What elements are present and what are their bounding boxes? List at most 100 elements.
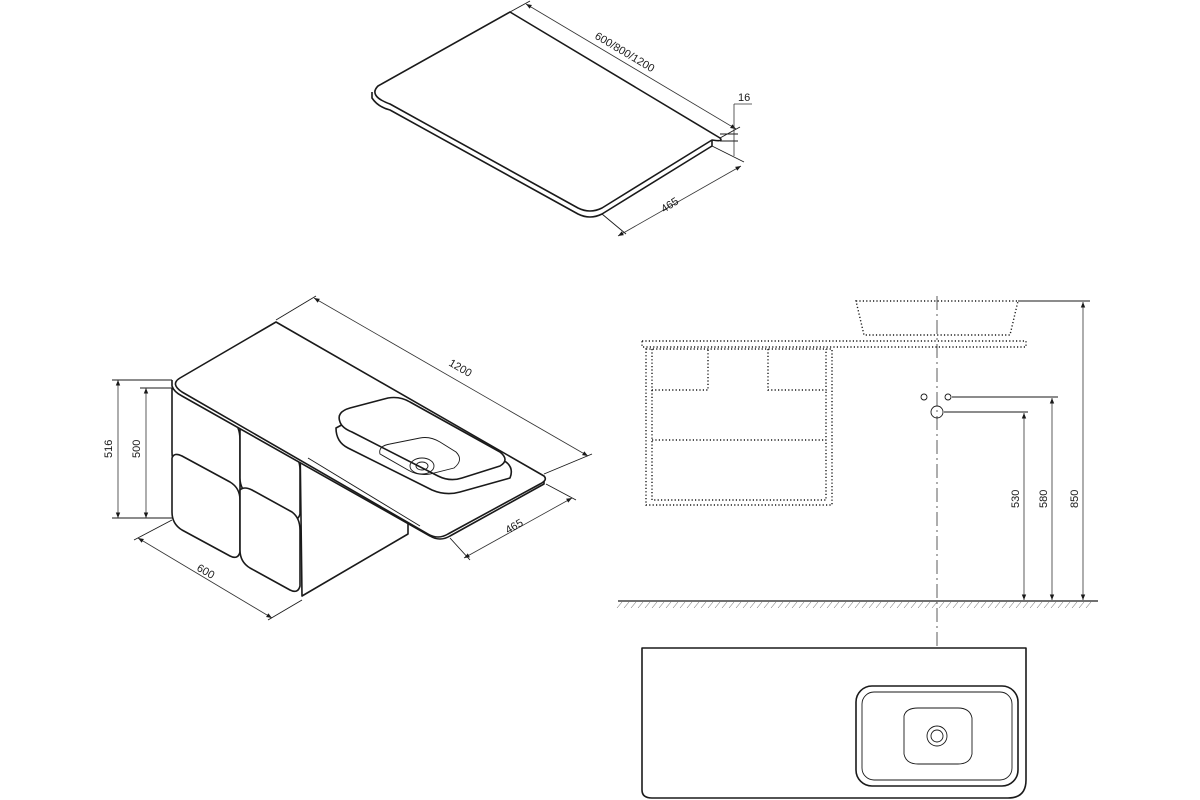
basin-drain bbox=[409, 457, 435, 475]
floor-hatch-mark bbox=[924, 601, 931, 609]
floor-hatch-mark bbox=[889, 601, 896, 609]
floor-hatch-mark bbox=[938, 601, 945, 609]
plan-drain-inner bbox=[930, 729, 944, 743]
floor-hatch-mark bbox=[714, 601, 721, 609]
floor-hatch-mark bbox=[665, 601, 672, 609]
floor-hatch-mark bbox=[777, 601, 784, 609]
floor-hatch-mark bbox=[1036, 601, 1043, 609]
floor-hatch-mark bbox=[651, 601, 658, 609]
dim-label-depth: 465 bbox=[504, 517, 526, 537]
plan-basin-bowl bbox=[903, 707, 973, 765]
floor-hatch-mark bbox=[931, 601, 938, 609]
floor-hatch-mark bbox=[658, 601, 665, 609]
floor-hatch-mark bbox=[980, 601, 987, 609]
floor-hatch-mark bbox=[840, 601, 847, 609]
floor-hatch-mark bbox=[812, 601, 819, 609]
floor-hatch-mark bbox=[945, 601, 952, 609]
elevation-worktop bbox=[641, 340, 1027, 348]
plan-drain-outer bbox=[926, 725, 948, 747]
front-elevation-view: 530 580 850 bbox=[616, 296, 1098, 690]
floor-hatch-mark bbox=[826, 601, 833, 609]
waste-outlet bbox=[930, 405, 944, 419]
dim-line-panel-length bbox=[525, 3, 737, 130]
dim-label-580: 580 bbox=[1038, 490, 1050, 508]
dim-line-length bbox=[313, 297, 589, 457]
elevation-cabinet bbox=[645, 348, 833, 506]
floor-hatch-mark bbox=[672, 601, 679, 609]
floor-hatch bbox=[616, 601, 1092, 609]
cabinet-perspective-view: 1200 465 600 516 500 bbox=[103, 295, 593, 621]
dim-label-panel-depth: 465 bbox=[659, 195, 681, 215]
floor-hatch-mark bbox=[1057, 601, 1064, 609]
floor-hatch-mark bbox=[805, 601, 812, 609]
water-inlet-right bbox=[944, 393, 952, 401]
floor-hatch-mark bbox=[784, 601, 791, 609]
floor-hatch-mark bbox=[959, 601, 966, 609]
dim-label-height-outer: 516 bbox=[103, 440, 115, 458]
floor-hatch-mark bbox=[707, 601, 714, 609]
dim-label-850: 850 bbox=[1069, 490, 1081, 508]
floor-hatch-mark bbox=[728, 601, 735, 609]
floor-hatch-mark bbox=[721, 601, 728, 609]
floor-hatch-mark bbox=[1043, 601, 1050, 609]
floor-hatch-mark bbox=[882, 601, 889, 609]
floor-hatch-mark bbox=[1029, 601, 1036, 609]
floor-hatch-mark bbox=[1015, 601, 1022, 609]
worktop-panel-top bbox=[374, 11, 722, 212]
floor-hatch-mark bbox=[847, 601, 854, 609]
floor-hatch-mark bbox=[910, 601, 917, 609]
plan-view bbox=[641, 647, 1027, 799]
dim-line-depth bbox=[463, 497, 573, 559]
floor-hatch-mark bbox=[868, 601, 875, 609]
floor-hatch-mark bbox=[735, 601, 742, 609]
dim-label-panel-thickness: 16 bbox=[738, 92, 750, 104]
floor-hatch-mark bbox=[966, 601, 973, 609]
floor-hatch-mark bbox=[644, 601, 651, 609]
floor-hatch-mark bbox=[1050, 601, 1057, 609]
floor-hatch-mark bbox=[763, 601, 770, 609]
worktop-panel-view: 600/800/1200 16 465 bbox=[371, 0, 752, 237]
floor-hatch-mark bbox=[686, 601, 693, 609]
dim-line-panel-depth bbox=[617, 165, 742, 237]
elevation-vessel-basin bbox=[855, 300, 1019, 336]
floor-hatch-mark bbox=[1078, 601, 1085, 609]
floor-hatch-mark bbox=[791, 601, 798, 609]
floor-hatch-mark bbox=[917, 601, 924, 609]
floor-hatch-mark bbox=[903, 601, 910, 609]
dim-line-width bbox=[137, 537, 273, 619]
floor-hatch-mark bbox=[700, 601, 707, 609]
floor-hatch-mark bbox=[749, 601, 756, 609]
floor-hatch-mark bbox=[756, 601, 763, 609]
floor-hatch-mark bbox=[987, 601, 994, 609]
floor-hatch-mark bbox=[819, 601, 826, 609]
floor-hatch-mark bbox=[952, 601, 959, 609]
floor-hatch-mark bbox=[1085, 601, 1092, 609]
floor-hatch-mark bbox=[833, 601, 840, 609]
dim-label-530: 530 bbox=[1010, 490, 1022, 508]
floor-hatch-mark bbox=[623, 601, 630, 609]
floor-hatch-mark bbox=[1001, 601, 1008, 609]
plan-vessel-basin-outer bbox=[855, 685, 1019, 787]
floor-hatch-mark bbox=[1071, 601, 1078, 609]
floor-hatch-mark bbox=[637, 601, 644, 609]
dim-label-height-inner: 500 bbox=[131, 440, 143, 458]
floor-hatch-mark bbox=[679, 601, 686, 609]
floor-hatch-mark bbox=[875, 601, 882, 609]
floor-hatch-mark bbox=[770, 601, 777, 609]
floor-hatch-mark bbox=[1064, 601, 1071, 609]
floor-hatch-mark bbox=[896, 601, 903, 609]
floor-hatch-mark bbox=[798, 601, 805, 609]
floor-hatch-mark bbox=[861, 601, 868, 609]
plan-vessel-basin-inner bbox=[861, 691, 1013, 781]
dim-label-width: 600 bbox=[195, 562, 217, 582]
floor-hatch-mark bbox=[630, 601, 637, 609]
floor-hatch-mark bbox=[1022, 601, 1029, 609]
floor-hatch-mark bbox=[1008, 601, 1015, 609]
floor-hatch-mark bbox=[742, 601, 749, 609]
floor-hatch-mark bbox=[994, 601, 1001, 609]
floor-hatch-mark bbox=[854, 601, 861, 609]
floor-hatch-mark bbox=[616, 601, 623, 609]
floor-hatch-mark bbox=[693, 601, 700, 609]
water-inlet-left bbox=[920, 393, 928, 401]
